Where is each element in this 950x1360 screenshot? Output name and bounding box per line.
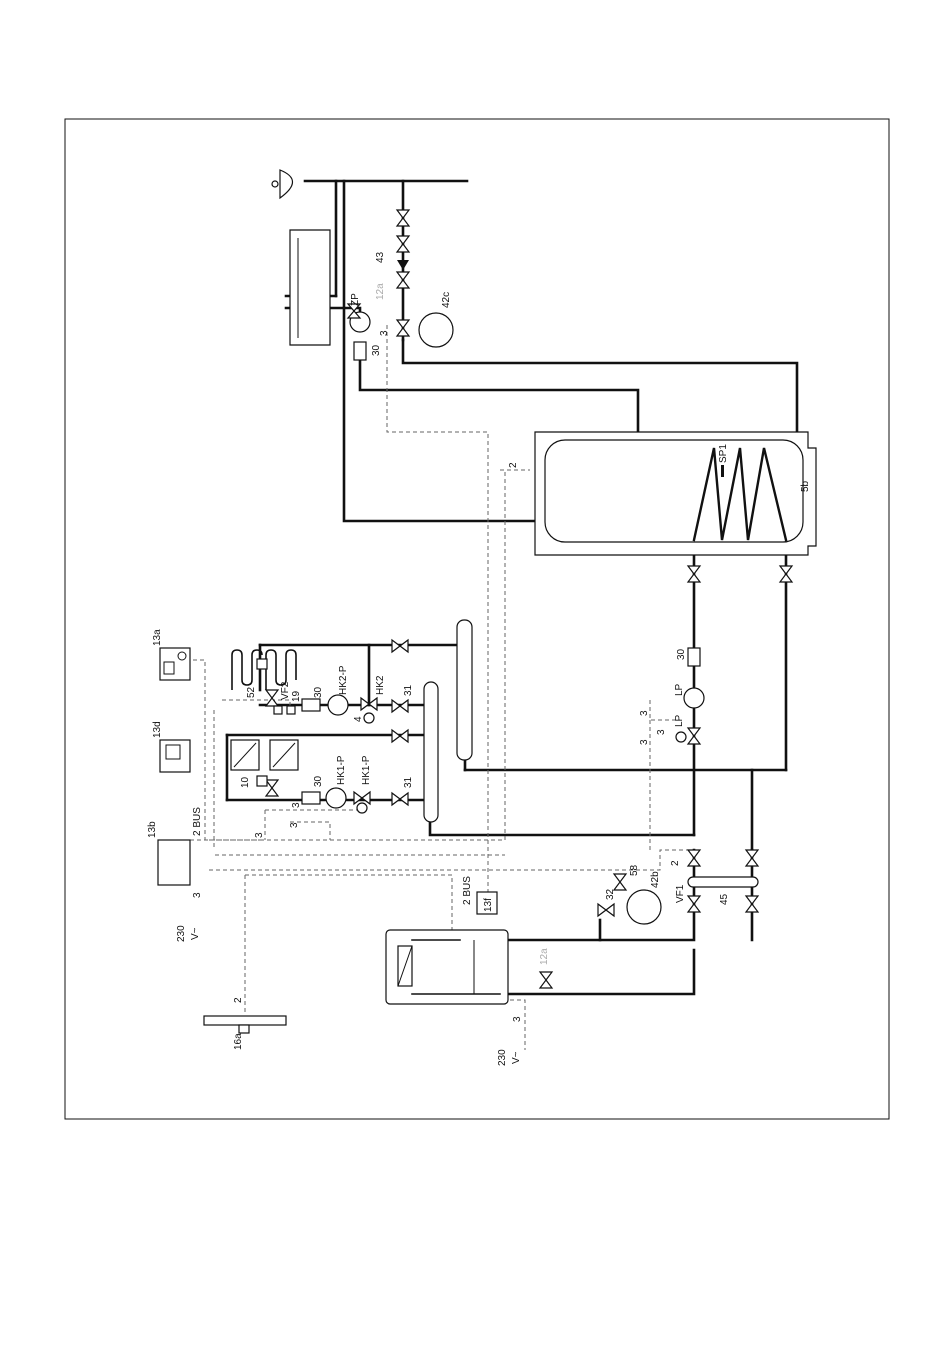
label-2-b: 2 (670, 860, 681, 866)
separator-hk1 (424, 682, 438, 822)
label-vf1: VF1 (675, 884, 686, 903)
label-3-g: 3 (639, 739, 650, 745)
check-valve-30-hk2 (302, 699, 320, 711)
label-31-b: 31 (403, 776, 414, 788)
check-valve-30-hk1 (302, 792, 320, 804)
label-vf2: VF2 (280, 681, 291, 700)
label-42c: 42c (441, 292, 452, 308)
label-30-c: 30 (676, 648, 687, 660)
label-13f: 13f (483, 898, 494, 912)
sp1-sensor (721, 465, 724, 477)
label-2bus-1: 2 BUS (192, 807, 203, 836)
label-hk2p: HK2-P (338, 665, 349, 695)
separator-45 (688, 877, 758, 887)
label-42b: 42b (650, 871, 661, 888)
bathtub (290, 230, 330, 345)
label-19: 19 (291, 690, 302, 702)
label-3-d: 3 (254, 832, 265, 838)
label-32: 32 (605, 888, 616, 900)
label-52: 52 (246, 686, 257, 698)
label-hk2: HK2 (375, 675, 386, 695)
label-v-a: V~ (190, 927, 201, 940)
label-12a-b: 12a (375, 283, 386, 300)
label-31-a: 31 (403, 684, 414, 696)
label-13a: 13a (152, 629, 163, 646)
label-230-a: 230 (176, 925, 187, 942)
hk1-pump (326, 788, 346, 808)
sink (272, 170, 293, 198)
controller-13b (158, 840, 190, 885)
boiler-unit (386, 930, 508, 1004)
label-lp-a: LP (674, 683, 685, 696)
label-30-d: 30 (371, 344, 382, 356)
expansion-vessel-42c (419, 313, 453, 347)
outdoor-sensor-16a (204, 1016, 286, 1025)
label-hk1p-a: HK1-P (336, 755, 347, 785)
label-10: 10 (240, 776, 251, 788)
label-zp: ZP (350, 293, 361, 306)
label-58: 58 (629, 864, 640, 876)
storage-cylinder (535, 432, 816, 555)
label-3-a: 3 (192, 892, 203, 898)
label-3-b: 3 (291, 802, 302, 808)
label-45: 45 (719, 893, 730, 905)
label-2-a: 2 (233, 997, 244, 1003)
label-hk1p-b: HK1-P (361, 755, 372, 785)
label-3-h: 3 (656, 729, 667, 735)
lp-pump (684, 688, 704, 708)
label-3-f: 3 (639, 710, 650, 716)
label-3-i: 3 (379, 330, 390, 336)
label-43: 43 (375, 251, 386, 263)
label-13d: 13d (152, 721, 163, 738)
expansion-vessel-42b (627, 890, 661, 924)
label-5b: 5b (800, 480, 811, 492)
label-4: 4 (353, 716, 364, 722)
check-valve-30-lp (688, 648, 700, 666)
controller-13d (160, 740, 190, 772)
separator-hk2 (457, 620, 472, 760)
label-lp-b: LP (674, 714, 685, 727)
label-v-b: V~ (511, 1051, 522, 1064)
hk2-pump (328, 695, 348, 715)
label-13b: 13b (147, 821, 158, 838)
label-230-b: 230 (497, 1049, 508, 1066)
label-30-a: 30 (313, 686, 324, 698)
controller-13a (160, 648, 190, 680)
label-30-b: 30 (313, 775, 324, 787)
label-3-e: 3 (512, 1016, 523, 1022)
label-3-c: 3 (289, 822, 300, 828)
check-valve-30-zp (354, 342, 366, 360)
label-sp1: SP1 (718, 444, 729, 463)
label-16a: 16a (233, 1033, 244, 1050)
label-2bus-2: 2 BUS (462, 876, 473, 905)
label-12a-a: 12a (539, 948, 550, 965)
label-2-c: 2 (508, 462, 519, 468)
